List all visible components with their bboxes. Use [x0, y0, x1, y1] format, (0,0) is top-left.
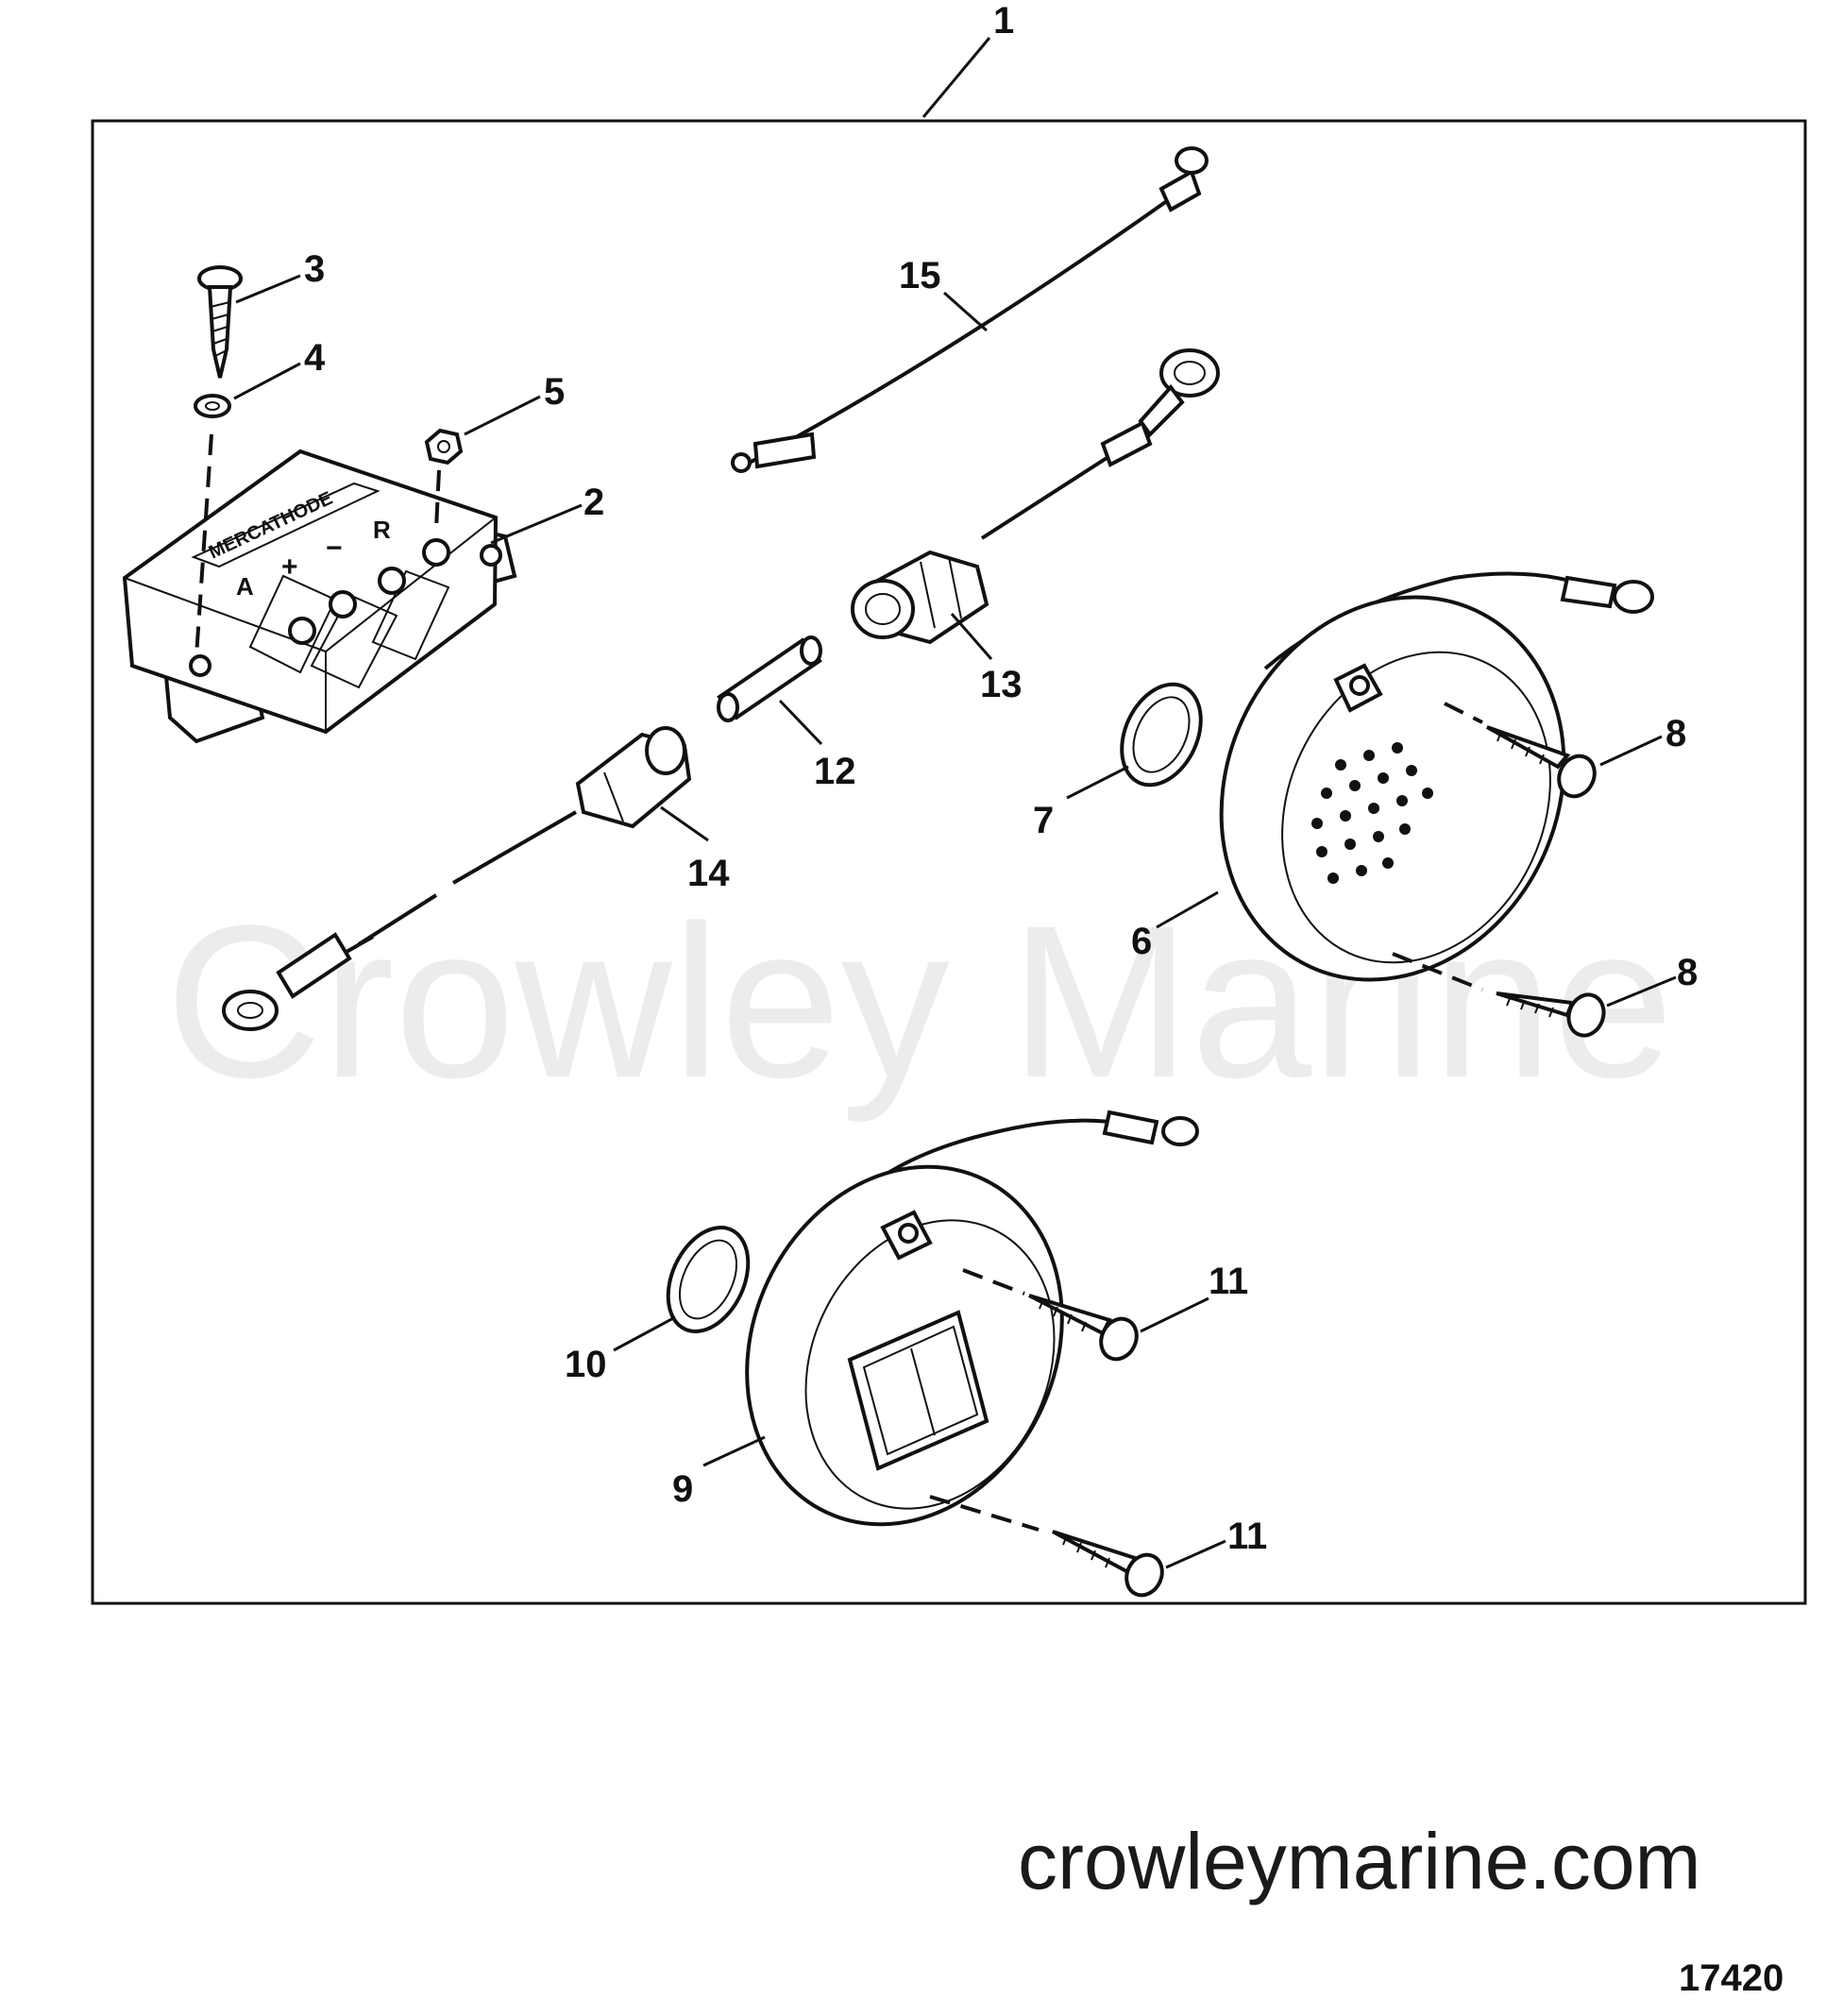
terminal-plus: +: [281, 551, 298, 583]
fuse-holder-part-13: [851, 348, 1220, 645]
screw-part-8-lower: [1392, 952, 1606, 1038]
callout-11-upper: 11: [1209, 1261, 1248, 1302]
terminal-r: R: [373, 516, 391, 544]
callout-13: 13: [980, 664, 1023, 705]
callout-6: 6: [1131, 921, 1152, 962]
callout-5: 5: [544, 371, 565, 413]
site-url: crowleymarine.com: [1018, 1817, 1701, 1906]
diagram-frame: [91, 119, 1807, 1605]
fuse-part-12: [717, 635, 822, 722]
callout-10: 10: [565, 1344, 607, 1385]
screw-part-11-upper: [962, 1268, 1139, 1362]
horn-part-6: [1219, 571, 1654, 982]
switch-part-9: [745, 1110, 1199, 1527]
callout-3: 3: [304, 248, 325, 290]
screw-part-8-upper: [1444, 702, 1597, 799]
figure-number: 17420: [1679, 1957, 1784, 1999]
screw-part-11-lower: [929, 1495, 1164, 1598]
callout-7: 7: [1033, 800, 1054, 841]
callout-9: 9: [672, 1468, 693, 1510]
o-ring-part-10: [666, 1226, 751, 1333]
terminal-a: A: [236, 572, 254, 601]
ground-wire-part-15: [731, 146, 1209, 473]
callout-14: 14: [687, 853, 730, 894]
fuse-holder-part-14: [222, 726, 692, 1031]
callout-15: 15: [899, 255, 941, 296]
regulator-part: MERCATHODE A + − R: [122, 449, 517, 744]
nut-part-5: [424, 428, 464, 466]
o-ring-part-7: [1120, 682, 1203, 788]
callout-2: 2: [583, 482, 604, 523]
terminal-minus: −: [326, 533, 343, 564]
callout-12: 12: [814, 751, 856, 792]
callout-8-lower: 8: [1677, 952, 1698, 993]
callout-1: 1: [993, 0, 1014, 42]
callout-11-lower: 11: [1227, 1516, 1267, 1557]
callout-8-upper: 8: [1665, 713, 1686, 754]
callout-4: 4: [304, 337, 326, 379]
screw-part-3: [197, 265, 243, 379]
washer-part-4: [194, 394, 231, 418]
